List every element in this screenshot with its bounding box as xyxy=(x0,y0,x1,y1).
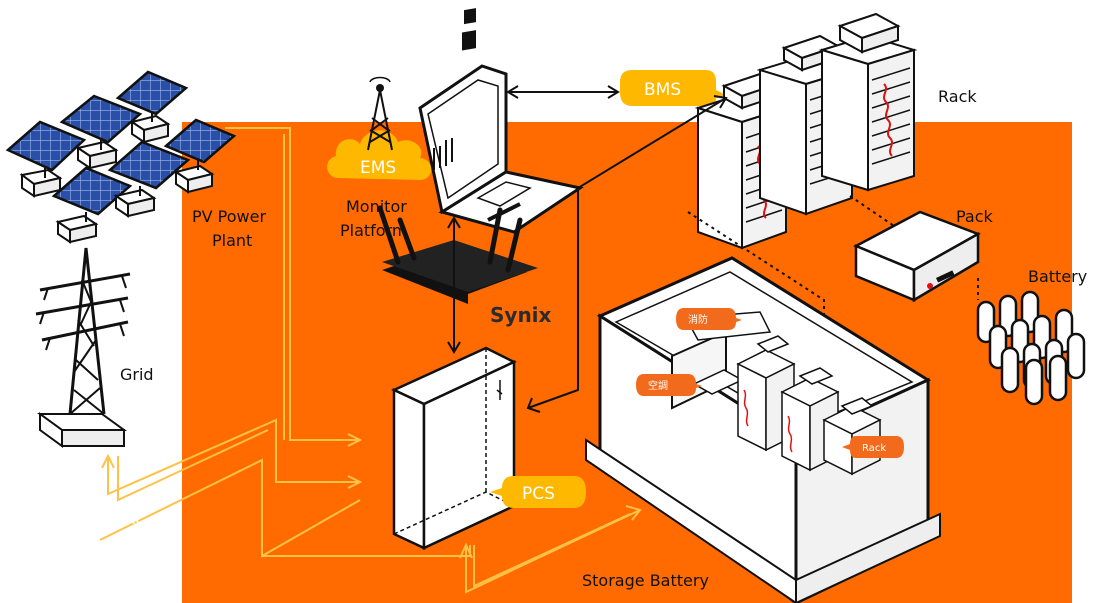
solar-panel-1 xyxy=(5,120,87,198)
tag-rack-label: Rack xyxy=(862,443,886,454)
pack-label: Pack xyxy=(956,207,994,226)
solar-panels-icon xyxy=(5,70,237,244)
pv-label-line2: Plant xyxy=(212,231,252,250)
connector-arrows xyxy=(447,85,728,413)
ac-label: AC xyxy=(124,509,146,528)
solar-panel-4 xyxy=(51,166,133,244)
battery-racks-icon xyxy=(694,12,918,250)
rack-title-label: Rack xyxy=(938,87,977,106)
tag-fire: 消防 xyxy=(676,308,742,330)
monitor-label-line1: Monitor xyxy=(346,197,407,216)
monitor-label-line2: Platform xyxy=(340,221,407,240)
bms-label: BMS xyxy=(644,80,681,100)
battery-pack-icon xyxy=(853,210,981,303)
rack-unit-3 xyxy=(818,12,918,192)
laptop-icon xyxy=(418,8,584,234)
grid-label: Grid xyxy=(120,365,154,384)
tag-rack: Rack xyxy=(842,436,904,458)
router-icon xyxy=(377,205,538,304)
battery-label: Battery xyxy=(1028,267,1087,286)
tag-ac-label: 空調 xyxy=(648,379,668,392)
solar-panel-3 xyxy=(115,70,189,144)
transmission-tower-icon xyxy=(35,247,131,448)
storage-battery-label: Storage Battery xyxy=(582,571,709,590)
synix-label: Synix xyxy=(490,303,552,327)
solar-panel-2 xyxy=(59,94,143,170)
ac-flow-arrowheads xyxy=(101,433,642,559)
ems-cloud-icon: EMS xyxy=(327,76,432,180)
tag-air-conditioning: 空調 xyxy=(636,374,702,396)
solar-panel-6 xyxy=(163,118,237,194)
bms-bubble: BMS xyxy=(620,70,728,106)
pcs-cabinet-icon xyxy=(391,346,517,550)
pcs-label: PCS xyxy=(522,484,555,504)
solar-panel-5 xyxy=(107,140,191,218)
ems-label: EMS xyxy=(360,158,396,178)
tag-fire-label: 消防 xyxy=(688,313,708,326)
pv-label-line1: PV Power xyxy=(192,207,266,226)
pcs-bubble: PCS xyxy=(490,476,586,508)
battery-cells-icon xyxy=(976,290,1086,406)
dotted-connectors xyxy=(687,195,979,380)
